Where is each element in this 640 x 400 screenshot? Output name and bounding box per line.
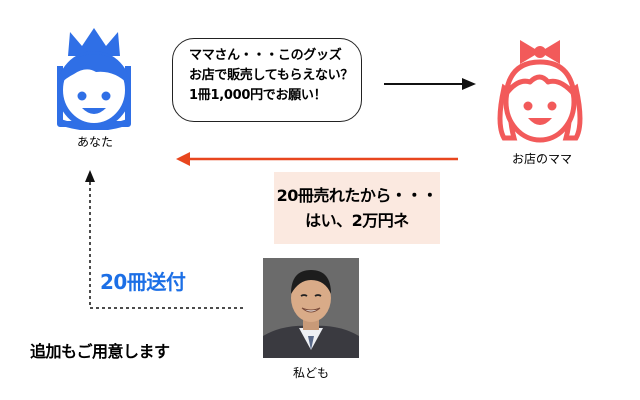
- shipping-arrow: [85, 170, 246, 309]
- person-photo: [263, 258, 359, 358]
- extra-note: 追加もご用意します: [30, 342, 170, 361]
- request-arrow: [384, 78, 476, 90]
- shipping-label: 20冊送付: [100, 270, 186, 294]
- reply-line-2: はい、2万円ネ: [305, 211, 409, 230]
- request-speech-bubble: ママさん・・・このグッズ お店で販売してもらえない？ 1冊1,000円でお願い！: [172, 38, 362, 122]
- request-line-2: お店で販売してもらえない？: [189, 68, 354, 83]
- bow-girl-icon: [497, 40, 583, 143]
- mama-label: お店のママ: [511, 152, 572, 166]
- reply-line-1: 20冊売れたから・・・: [276, 186, 438, 205]
- reply-box: 20冊売れたから・・・ はい、2万円ネ: [274, 172, 440, 244]
- me-label: 私ども: [292, 366, 329, 380]
- request-line-1: ママさん・・・このグッズ: [189, 48, 342, 63]
- crowned-boy-icon: [57, 28, 131, 130]
- payment-arrow: [176, 152, 458, 166]
- you-label: あなた: [76, 135, 113, 149]
- request-line-3: 1冊1,000円でお願い！: [189, 88, 327, 103]
